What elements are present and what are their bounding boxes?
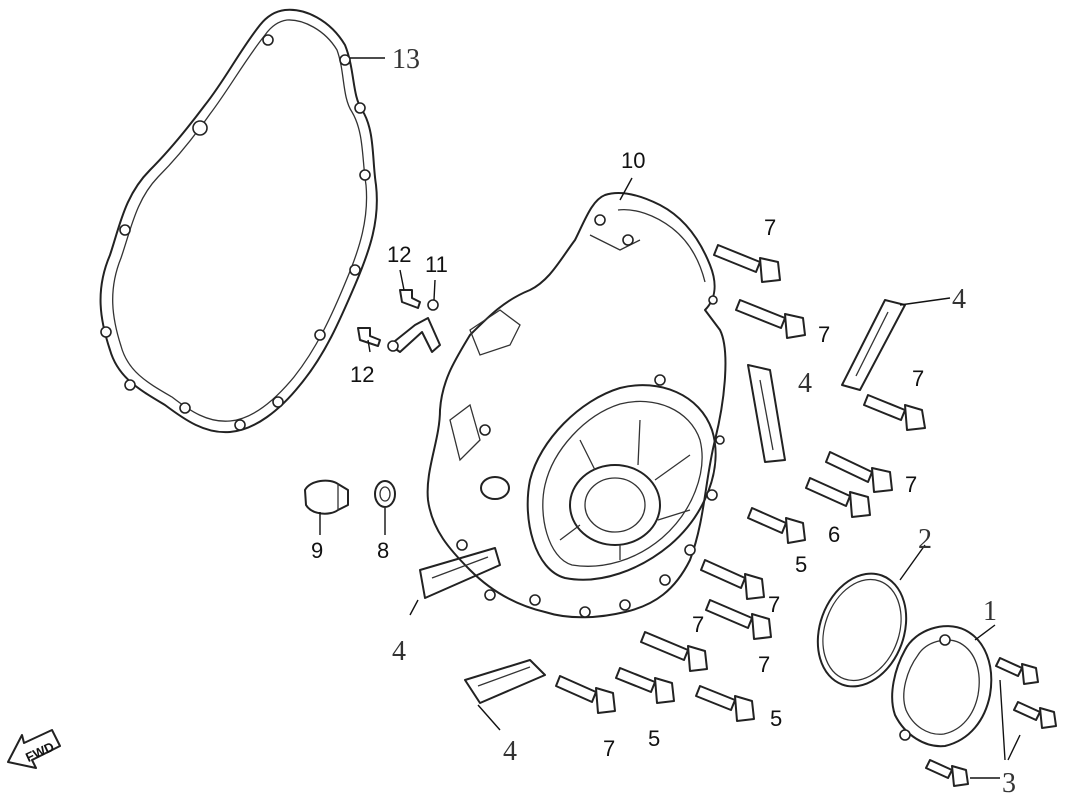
callout-1: 1 [983, 596, 997, 627]
bolt-part-7-b [735, 299, 806, 339]
callout-7-h: 7 [603, 736, 615, 761]
callout-7-a: 7 [764, 215, 776, 240]
callout-13: 13 [392, 44, 420, 75]
callout-8: 8 [377, 538, 389, 563]
bolt-part-7-a [713, 244, 781, 283]
callout-7-e: 7 [768, 592, 780, 617]
callout-7-f: 7 [758, 652, 770, 677]
plate-part-4-bottom [464, 659, 546, 704]
bolt-part-7-g [640, 631, 708, 672]
callout-7-g: 7 [692, 612, 704, 637]
plate-part-4-left [419, 547, 501, 599]
callout-5-a: 5 [795, 552, 807, 577]
callout-9: 9 [311, 538, 323, 563]
callout-4-left: 4 [392, 636, 406, 667]
bolt-part-7-f [705, 599, 772, 640]
o-ring-part-2 [816, 572, 908, 688]
washer-part-8 [374, 480, 396, 508]
plug-part-9 [304, 479, 349, 515]
bolt-part-5-b [615, 667, 675, 704]
callout-12-upper: 12 [387, 242, 411, 267]
bolt-part-6 [805, 477, 871, 518]
callout-11: 11 [425, 252, 448, 277]
bolt-part-7-d [825, 451, 893, 493]
callout-5-b: 5 [648, 726, 660, 751]
bolt-part-3-b [1013, 701, 1057, 729]
bolt-part-5-a [747, 507, 806, 544]
callout-4-middle: 4 [798, 368, 812, 399]
leader-lines [319, 57, 1021, 779]
callout-4-upper-right: 4 [952, 284, 966, 315]
plate-part-4-upper-right [841, 299, 906, 391]
callout-7-c: 7 [912, 366, 924, 391]
bolt-part-3-a [995, 657, 1039, 685]
bolt-part-7-e [700, 559, 765, 600]
bolt-part-3-c [925, 759, 969, 787]
callout-12-lower: 12 [350, 362, 374, 387]
screw-part-12-lower [357, 327, 381, 347]
fwd-arrow-icon: FWD [7, 729, 61, 769]
callout-7-d: 7 [905, 472, 917, 497]
callout-2: 2 [918, 524, 932, 555]
callout-5-c: 5 [770, 706, 782, 731]
fwd-label: FWD [23, 739, 56, 765]
bolt-part-7-h [555, 675, 616, 714]
gasket-part-13 [99, 8, 378, 434]
plate-part-4-middle [747, 364, 786, 463]
callout-7-b: 7 [818, 322, 830, 347]
bracket-part-11 [387, 299, 441, 353]
crankcase-cover-part-10 [426, 192, 727, 619]
bolt-part-5-c [695, 685, 755, 722]
cover-part-1 [891, 625, 993, 748]
callout-6: 6 [828, 522, 840, 547]
screw-part-12-upper [399, 289, 421, 309]
callout-3: 3 [1002, 768, 1016, 799]
callout-10: 10 [621, 148, 645, 173]
bolt-part-7-c [863, 394, 926, 431]
callout-4-bottom: 4 [503, 736, 517, 767]
